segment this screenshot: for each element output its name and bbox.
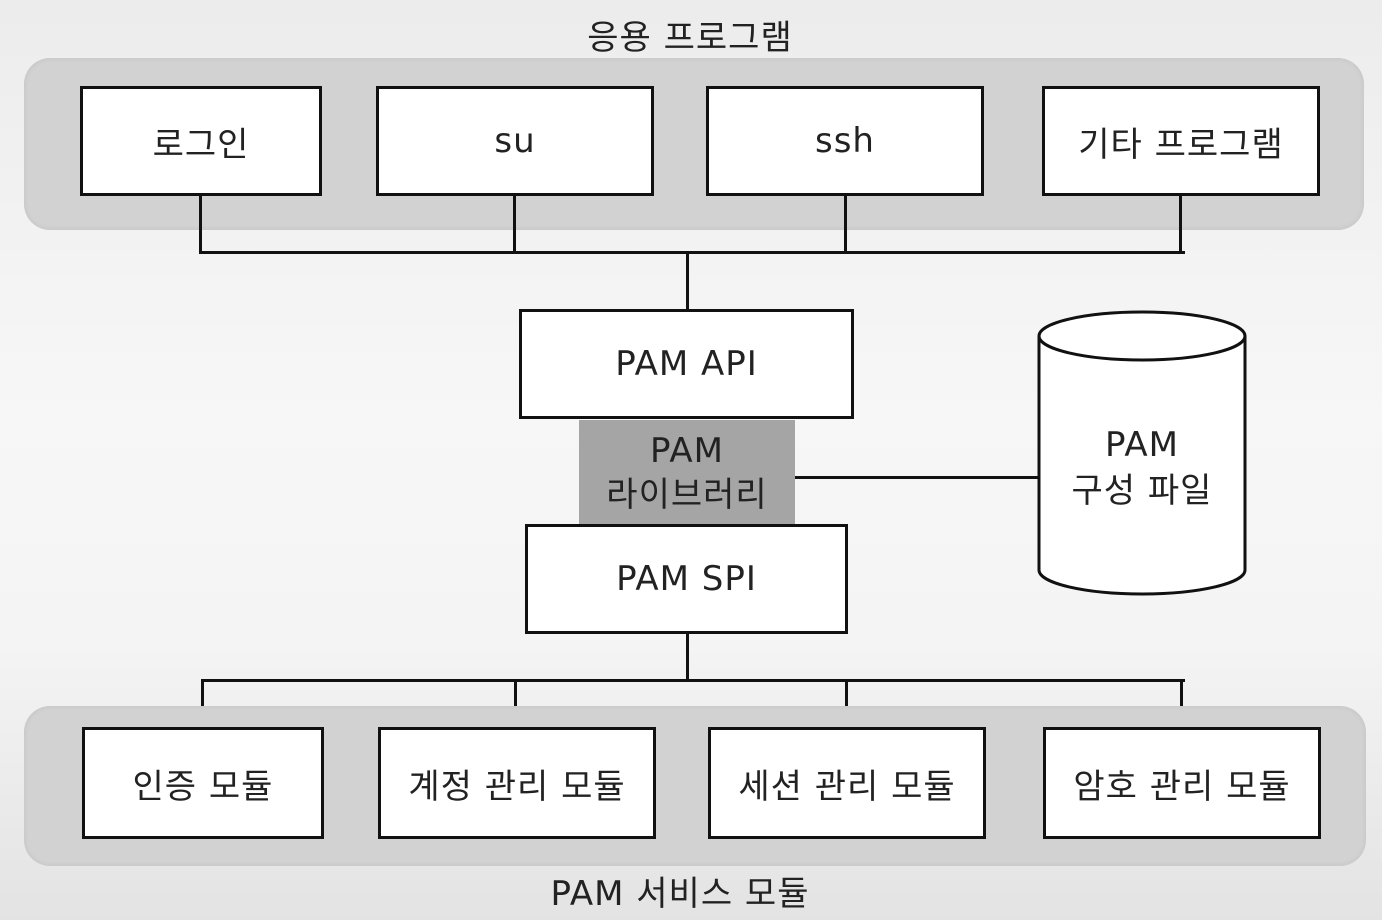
connector-session-up bbox=[845, 679, 848, 729]
pam-library-line2: 라이브러리 bbox=[606, 475, 768, 515]
application-programs-label: 응용 프로그램 bbox=[587, 18, 793, 58]
config-file-cylinder-icon bbox=[1037, 310, 1247, 596]
connector-bottom-bus bbox=[201, 679, 1185, 682]
connector-su-down bbox=[513, 196, 516, 254]
connector-ssh-down bbox=[844, 196, 847, 254]
pam-spi-box: PAM SPI bbox=[525, 524, 848, 634]
connector-auth-up bbox=[201, 679, 204, 729]
module-box-auth: 인증 모듈 bbox=[82, 727, 324, 839]
config-file-label: PAM 구성 파일 bbox=[1040, 418, 1244, 518]
module-box-account: 계정 관리 모듈 bbox=[378, 727, 656, 839]
pam-service-modules-label: PAM 서비스 모듈 bbox=[550, 874, 810, 914]
app-box-ssh: ssh bbox=[706, 86, 984, 196]
pam-api-box: PAM API bbox=[519, 309, 854, 419]
app-box-su: su bbox=[376, 86, 654, 196]
module-box-password: 암호 관리 모듈 bbox=[1043, 727, 1321, 839]
connector-account-up bbox=[514, 679, 517, 729]
module-box-session: 세션 관리 모듈 bbox=[708, 727, 986, 839]
connector-top-bus bbox=[199, 251, 1185, 254]
connector-login-down bbox=[199, 196, 202, 254]
pam-library-line1: PAM bbox=[650, 431, 724, 471]
connector-password-up bbox=[1180, 679, 1183, 729]
connector-bus-to-api bbox=[686, 251, 689, 311]
connector-library-to-config bbox=[795, 476, 1040, 479]
app-box-other-programs: 기타 프로그램 bbox=[1042, 86, 1320, 196]
connector-other-down bbox=[1179, 196, 1182, 254]
config-file-line2: 구성 파일 bbox=[1071, 471, 1213, 511]
app-box-login: 로그인 bbox=[80, 86, 322, 196]
connector-spi-down bbox=[686, 634, 689, 682]
pam-library-block: PAM 라이브러리 bbox=[579, 420, 795, 526]
config-file-line1: PAM bbox=[1105, 425, 1179, 465]
